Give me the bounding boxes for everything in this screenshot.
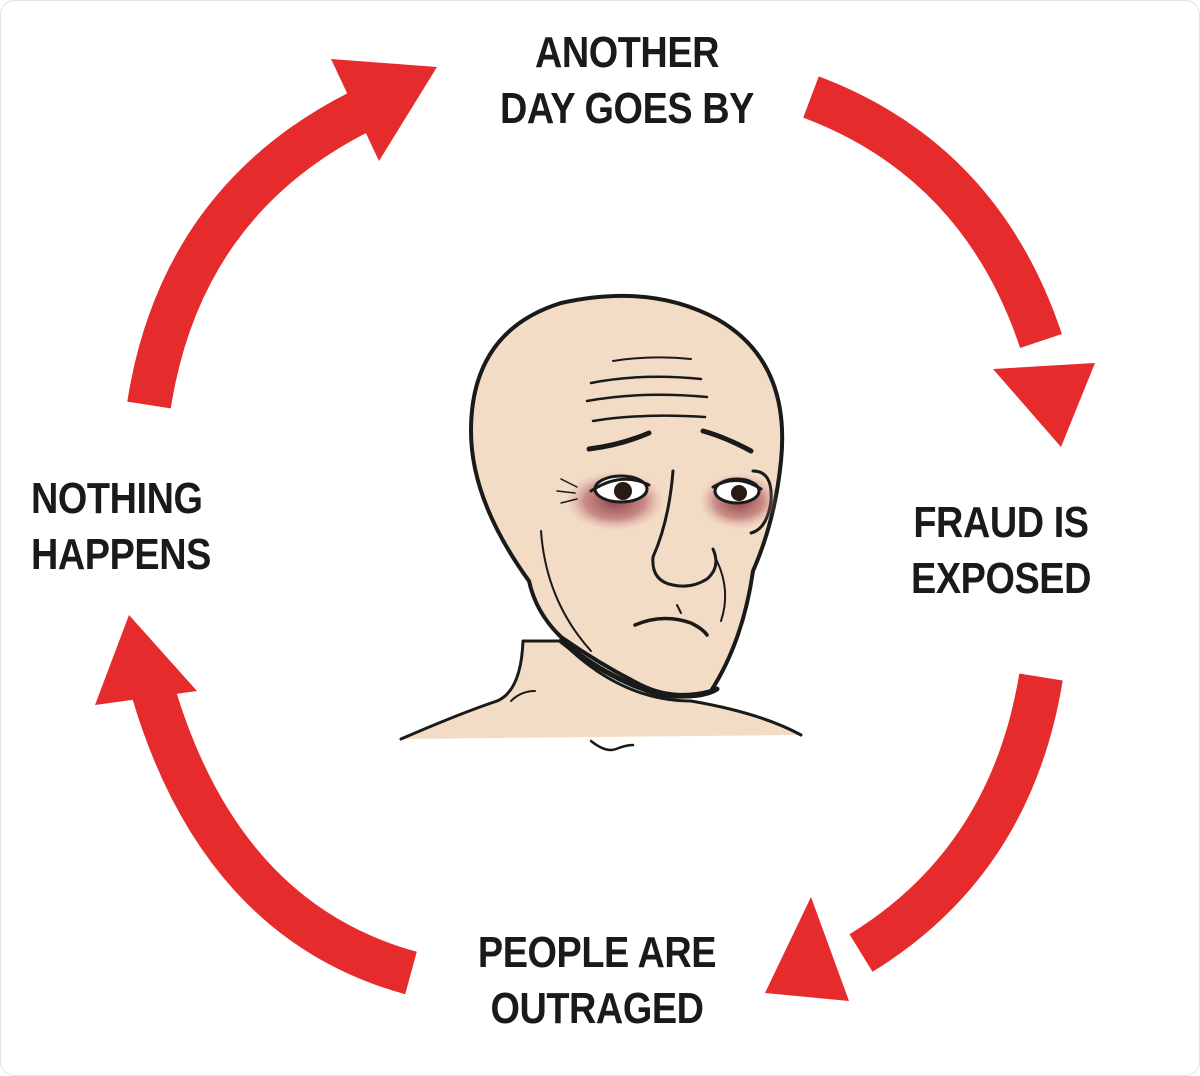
label-line: OUTRAGED xyxy=(490,984,704,1033)
arrow-bottom-to-left xyxy=(95,615,417,995)
arrow-left-to-top xyxy=(127,59,437,409)
label-another-day-goes-by: ANOTHER DAY GOES BY xyxy=(438,25,816,137)
sad-face-illustration xyxy=(399,293,803,752)
label-line: DAY GOES BY xyxy=(500,84,754,133)
label-line: HAPPENS xyxy=(31,530,211,579)
cycle-arrows xyxy=(95,59,1095,1001)
label-line: PEOPLE ARE xyxy=(477,928,717,977)
label-line: NOTHING xyxy=(31,474,203,523)
label-fraud-is-exposed: FRAUD IS EXPOSED xyxy=(876,495,1125,607)
label-line: EXPOSED xyxy=(911,554,1091,603)
arrow-top-to-right xyxy=(803,76,1095,447)
label-line: ANOTHER xyxy=(534,28,720,77)
label-people-are-outraged: PEOPLE ARE OUTRAGED xyxy=(408,925,786,1037)
label-nothing-happens: NOTHING HAPPENS xyxy=(31,471,289,583)
label-line: FRAUD IS xyxy=(913,498,1089,547)
arrow-right-to-bottom xyxy=(765,673,1063,1001)
